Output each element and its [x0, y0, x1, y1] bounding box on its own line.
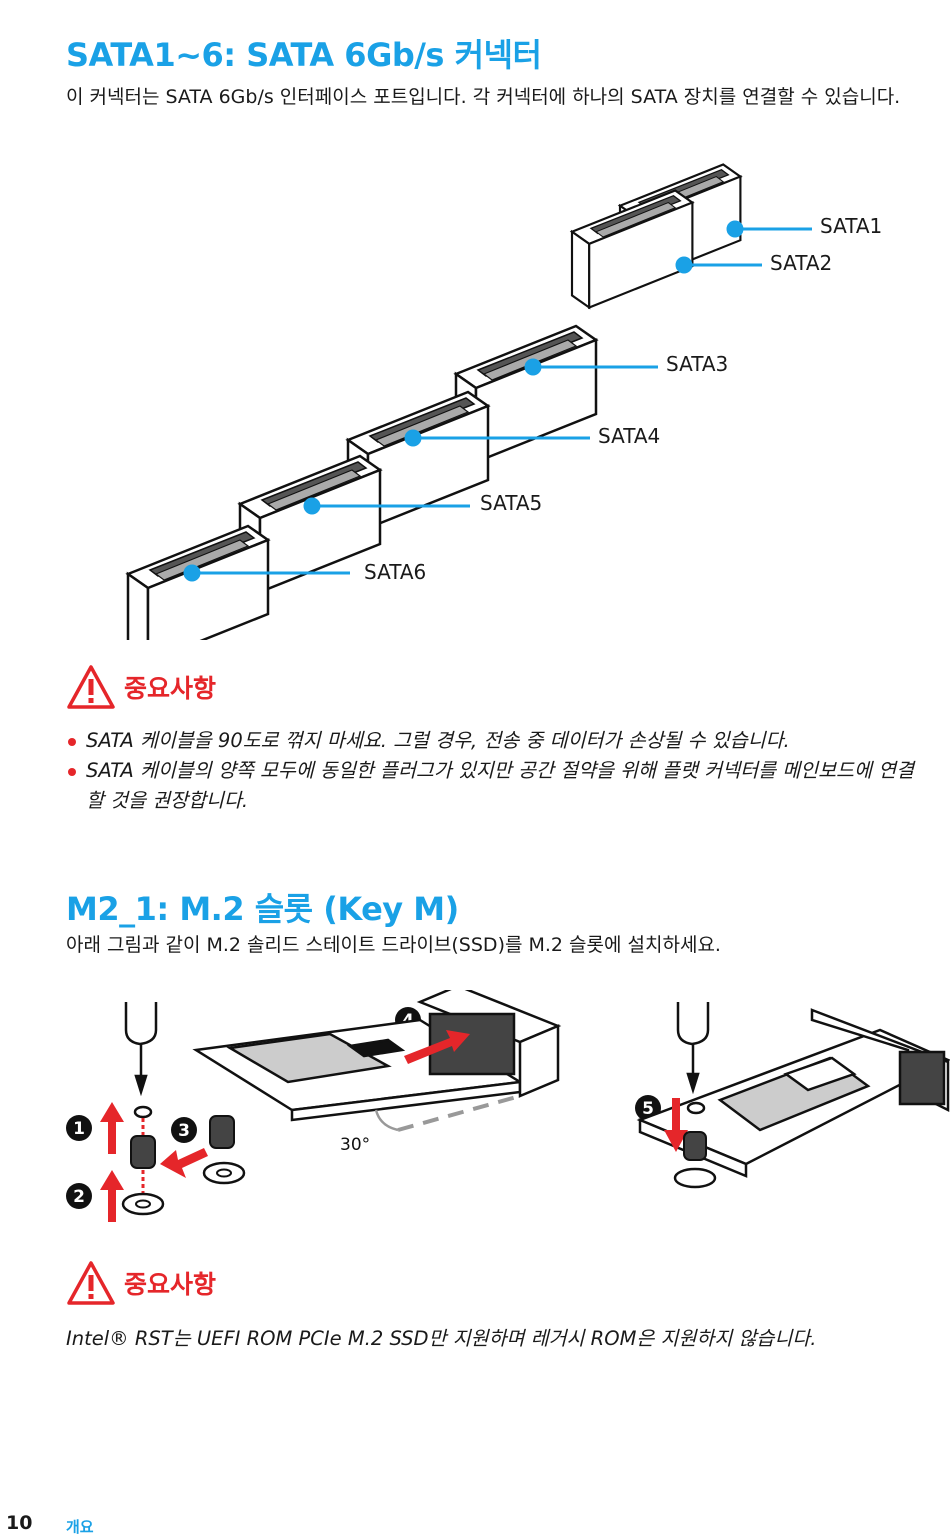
- step-3-number: 3: [178, 1121, 190, 1141]
- important-label: 중요사항: [124, 674, 217, 703]
- sata4-label: SATA4: [598, 424, 661, 448]
- m2-description: 아래 그림과 같이 M.2 솔리드 스테이트 드라이브(SSD)를 M.2 슬롯…: [66, 934, 721, 956]
- sata6-port: [126, 524, 270, 640]
- footer-section-title: 개요: [66, 1518, 94, 1536]
- m2-note: Intel® RST는 UEFI ROM PCIe M.2 SSD만 지원하며 …: [66, 1327, 817, 1350]
- page-number: 10: [6, 1512, 33, 1534]
- sata2-label: SATA2: [770, 251, 833, 275]
- screwdriver-icon: [676, 1002, 710, 1095]
- step-5-number: 5: [642, 1099, 654, 1119]
- sata-notes-list: SATA 케이블을 90도로 꺾지 마세요. 그럴 경우, 전송 중 데이터가 …: [66, 726, 926, 816]
- screwdriver-icon: [124, 1002, 158, 1097]
- m2-ssd-installed: [636, 1008, 950, 1178]
- sata2-port: [570, 189, 694, 309]
- list-item: SATA 케이블의 양쪽 모두에 동일한 플러그가 있지만 공간 절약을 위해 …: [66, 756, 926, 816]
- warning-icon: [67, 665, 115, 709]
- m2-installation-diagram: 1 2 3 4 5 30°: [66, 990, 950, 1222]
- sata-important-heading: 중요사항: [66, 664, 216, 710]
- important-label: 중요사항: [124, 1270, 217, 1299]
- m2-important-heading: 중요사항: [66, 1260, 216, 1306]
- sata5-label: SATA5: [480, 491, 543, 515]
- step-1-number: 1: [73, 1119, 85, 1139]
- sata3-label: SATA3: [666, 352, 729, 376]
- m2-section-title: M2_1: M.2 슬롯 (Key M): [66, 890, 459, 928]
- angle-label: 30°: [340, 1135, 370, 1155]
- sata-section-title: SATA1~6: SATA 6Gb/s 커넥터: [66, 36, 542, 74]
- sata-description: 이 커넥터는 SATA 6Gb/s 인터페이스 포트입니다. 각 커넥터에 하나…: [66, 86, 901, 108]
- warning-icon: [67, 1261, 115, 1305]
- sata-connectors-diagram: [126, 163, 812, 640]
- sata6-label: SATA6: [364, 560, 427, 584]
- sata1-label: SATA1: [820, 214, 883, 238]
- step-2-number: 2: [73, 1187, 85, 1207]
- list-item: SATA 케이블을 90도로 꺾지 마세요. 그럴 경우, 전송 중 데이터가 …: [66, 726, 926, 756]
